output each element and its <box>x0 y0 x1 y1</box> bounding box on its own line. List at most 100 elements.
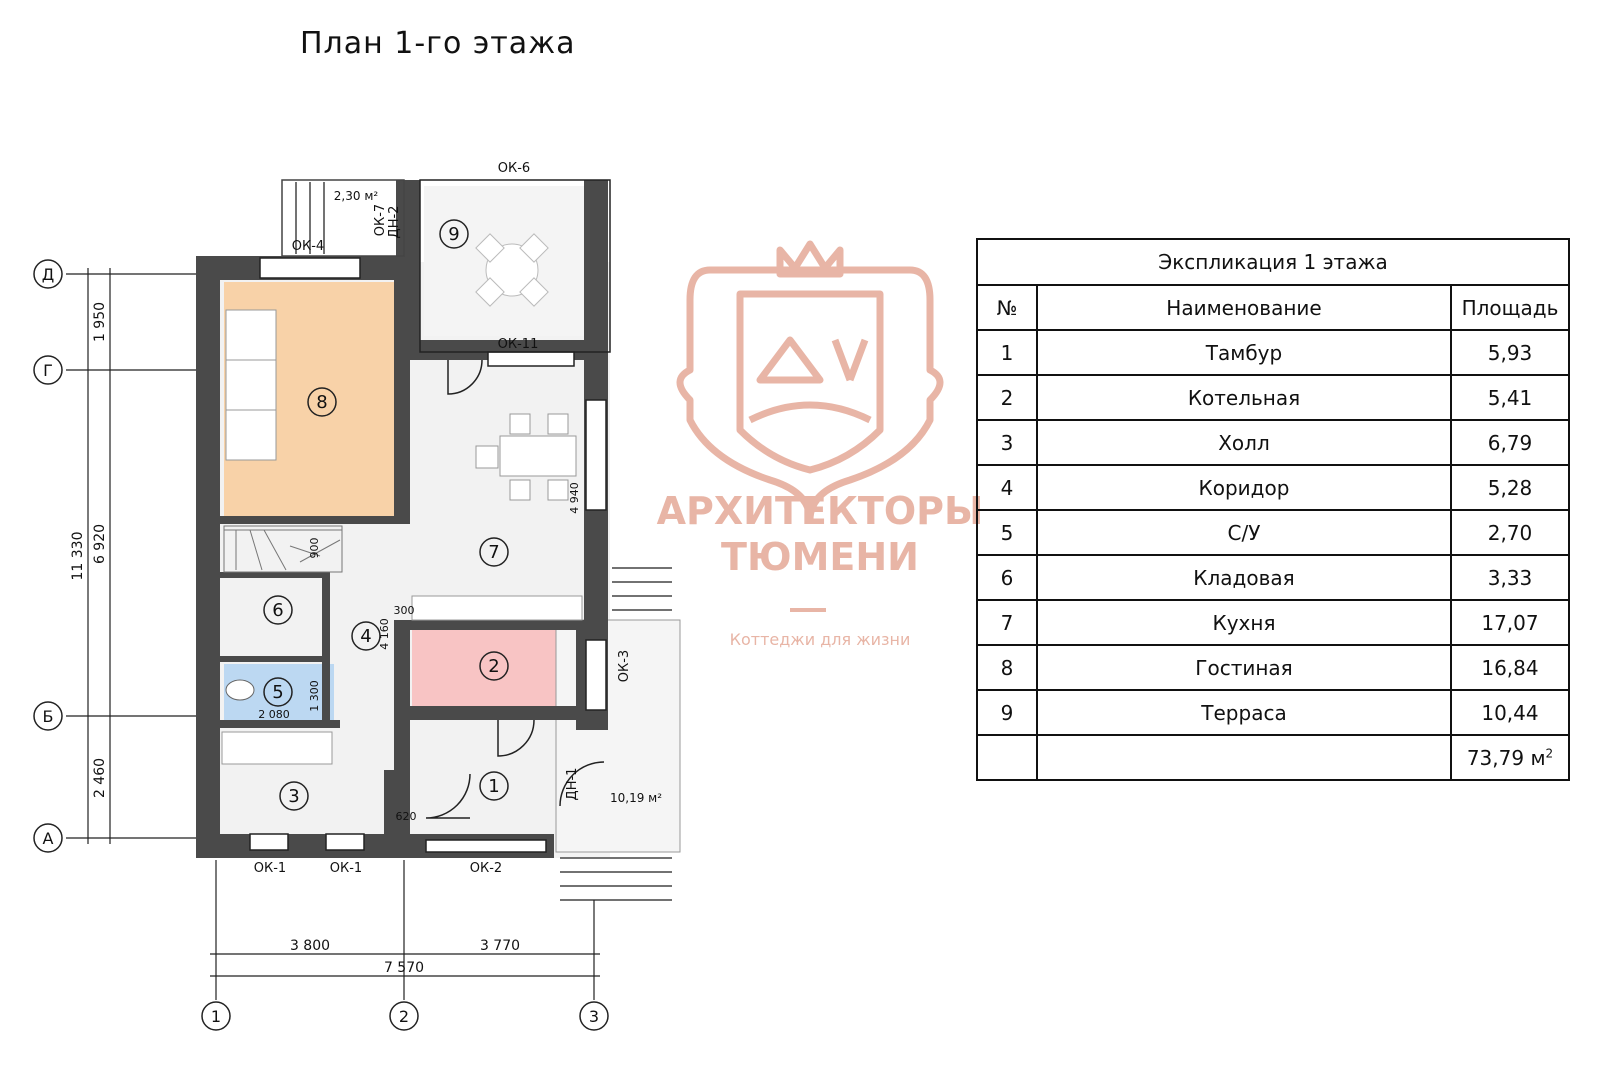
row-number: 1 <box>976 329 1038 376</box>
total-area: 73,79 м2 <box>1450 734 1570 781</box>
table-row: 2 Котельная 5,41 <box>976 374 1570 421</box>
room-number-7: 7 <box>488 542 499 563</box>
row-area: 3,33 <box>1450 554 1570 601</box>
inner-walls <box>220 280 608 834</box>
room-number-2: 2 <box>488 656 499 677</box>
header-number: № <box>976 284 1038 331</box>
windows <box>249 257 607 853</box>
dim-2460: 2 460 <box>92 758 108 798</box>
header-name: Наименование <box>1036 284 1452 331</box>
kitchen-counter <box>411 595 583 621</box>
dim-4160: 4 160 <box>378 618 391 650</box>
row-area: 16,84 <box>1450 644 1570 691</box>
watermark-brand: АРХИТЕКТОРЫ ТЮМЕНИ <box>655 488 985 580</box>
row-name: Котельная <box>1036 374 1452 421</box>
area-porch-small: 2,30 м² <box>334 189 379 203</box>
dim-900: 900 <box>308 538 321 559</box>
doors <box>425 359 605 819</box>
room-number-5: 5 <box>272 682 283 703</box>
row-area: 5,41 <box>1450 374 1570 421</box>
label-ok11: ОК-11 <box>498 337 539 352</box>
row-number: 7 <box>976 599 1038 646</box>
dim-1950: 1 950 <box>92 302 108 342</box>
dim-6920: 6 920 <box>92 524 108 564</box>
room-bubbles <box>263 219 509 811</box>
watermark-brand-line2: ТЮМЕНИ <box>721 535 919 579</box>
label-ok4: ОК-4 <box>292 239 324 254</box>
row-name: Коридор <box>1036 464 1452 511</box>
dim-620: 620 <box>396 810 417 823</box>
page-title: План 1-го этажа <box>300 26 576 61</box>
room-number-9: 9 <box>448 224 459 245</box>
room-number-8: 8 <box>316 392 327 413</box>
axis-bubbles <box>33 259 609 1031</box>
total-area-unit-sup: 2 <box>1545 745 1554 760</box>
staircase <box>223 525 343 573</box>
floor-plan: Д Г Б А 1 2 3 1 950 11 330 6 920 2 460 3… <box>33 161 681 1031</box>
terrace-frame <box>419 179 611 353</box>
watermark-tagline: Коттеджи для жизни <box>729 630 911 649</box>
room-number-6: 6 <box>272 600 283 621</box>
axis-label-g: Г <box>43 361 53 380</box>
row-name: Холл <box>1036 419 1452 466</box>
row-number: 9 <box>976 689 1038 736</box>
label-ok1-b: ОК-1 <box>330 861 362 876</box>
table-row: 1 Тамбур 5,93 <box>976 329 1570 376</box>
row-name: Тамбур <box>1036 329 1452 376</box>
table-row: 3 Холл 6,79 <box>976 419 1570 466</box>
table-row: 5 С/У 2,70 <box>976 509 1570 556</box>
row-name: Кладовая <box>1036 554 1452 601</box>
row-area: 5,28 <box>1450 464 1570 511</box>
row-area: 6,79 <box>1450 419 1570 466</box>
label-dn1: ДН-1 <box>565 768 580 801</box>
dim-2080: 2 080 <box>258 708 290 721</box>
watermark-divider <box>790 608 826 612</box>
dimension-lines <box>66 268 600 1000</box>
axis-label-a: А <box>43 829 54 848</box>
table-total-row: 73,79 м2 <box>976 734 1570 781</box>
axis-label-3: 3 <box>589 1007 599 1026</box>
header-area: Площадь <box>1450 284 1570 331</box>
table-caption: Экспликация 1 этажа <box>976 238 1570 286</box>
row-area: 2,70 <box>1450 509 1570 556</box>
room-number-4: 4 <box>360 626 371 647</box>
label-ok7: ОК-7 <box>373 204 388 236</box>
label-ok3: ОК-3 <box>617 650 632 682</box>
dim-7570: 7 570 <box>384 960 424 976</box>
row-area: 10,44 <box>1450 689 1570 736</box>
label-ok2: ОК-2 <box>470 861 502 876</box>
dim-4940: 4 940 <box>568 482 581 514</box>
room-number-1: 1 <box>488 776 499 797</box>
row-name: Кухня <box>1036 599 1452 646</box>
axis-label-2: 2 <box>399 1007 409 1026</box>
row-name: Гостиная <box>1036 644 1452 691</box>
axis-label-d: Д <box>42 265 55 284</box>
row-number: 2 <box>976 374 1038 421</box>
table-row: 4 Коридор 5,28 <box>976 464 1570 511</box>
boiler-room-fill <box>412 628 582 708</box>
dim-3800: 3 800 <box>290 938 330 954</box>
dim-300: 300 <box>394 604 415 617</box>
stairs-outer <box>281 179 672 901</box>
label-ok6: ОК-6 <box>498 161 530 176</box>
explication-table: Экспликация 1 этажа № Наименование Площа… <box>976 238 1570 781</box>
watermark-brand-line1: АРХИТЕКТОРЫ <box>656 489 984 533</box>
hall-cabinet <box>221 731 333 765</box>
room-number-3: 3 <box>288 786 299 807</box>
area-porch-large: 10,19 м² <box>610 791 662 805</box>
axis-label-1: 1 <box>211 1007 221 1026</box>
dim-11330: 11 330 <box>70 532 86 581</box>
table-row: 9 Терраса 10,44 <box>976 689 1570 736</box>
dining-table <box>475 413 577 501</box>
table-row: 6 Кладовая 3,33 <box>976 554 1570 601</box>
table-row: 7 Кухня 17,07 <box>976 599 1570 646</box>
label-ok1-a: ОК-1 <box>254 861 286 876</box>
watermark-emblem <box>676 240 944 524</box>
terrace-table <box>475 233 549 307</box>
table-header-row: № Наименование Площадь <box>976 284 1570 331</box>
row-number: 5 <box>976 509 1038 556</box>
dim-3770: 3 770 <box>480 938 520 954</box>
toilet <box>225 679 255 701</box>
table-row: 8 Гостиная 16,84 <box>976 644 1570 691</box>
dim-1300: 1 300 <box>308 680 321 712</box>
